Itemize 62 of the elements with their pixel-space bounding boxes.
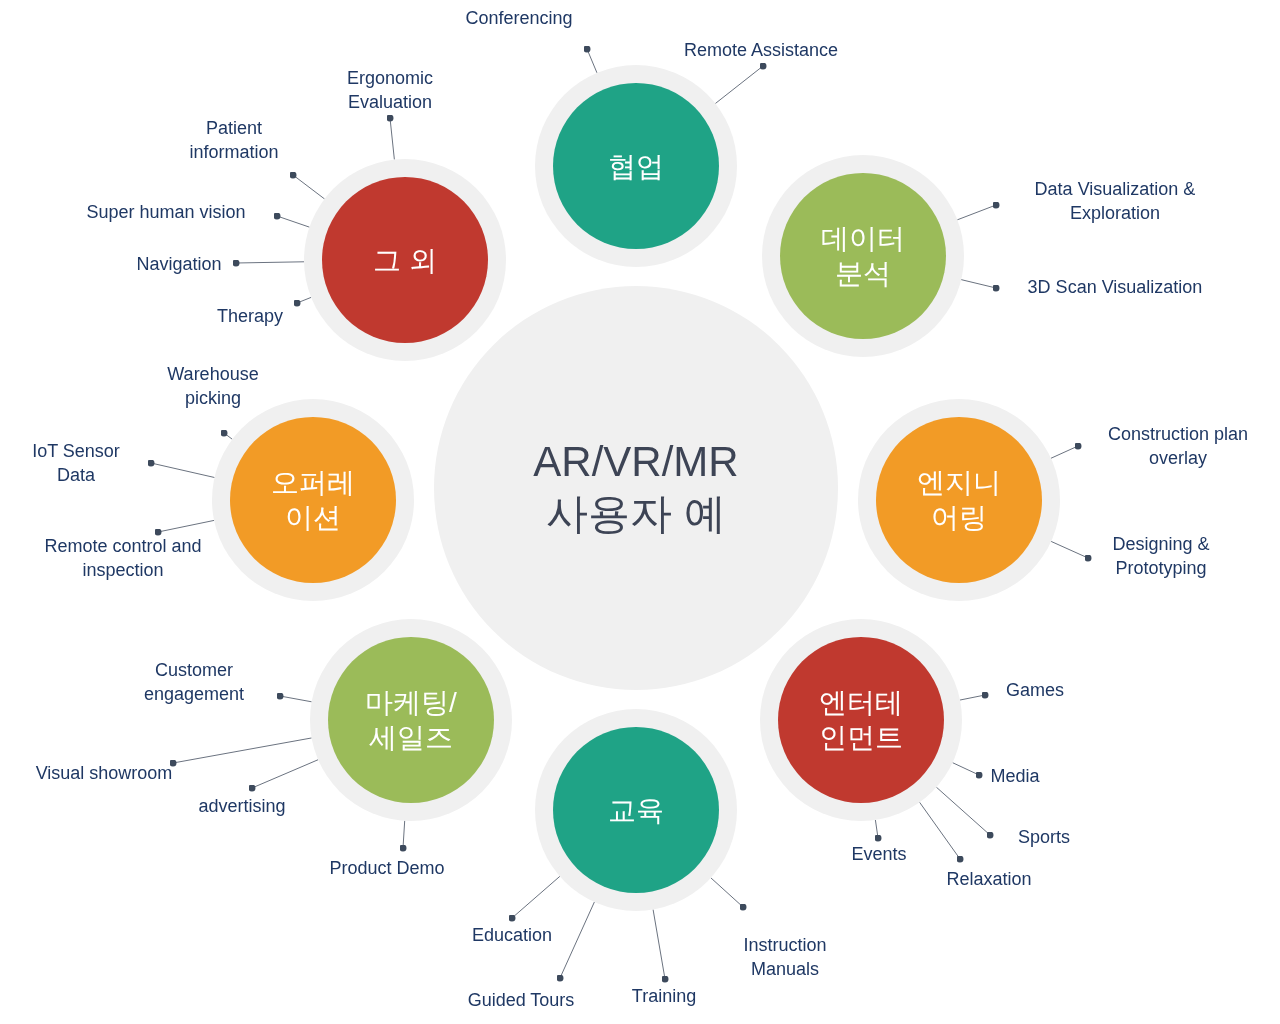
use-case-label: Sports <box>1018 825 1070 849</box>
use-case-label: Events <box>851 842 907 866</box>
use-case-label: Conferencing <box>465 6 573 30</box>
use-case-label: Relaxation <box>946 867 1032 891</box>
leader-line <box>169 737 313 767</box>
leader-line <box>386 114 395 161</box>
use-case-label: Ergonomic Evaluation <box>335 66 445 114</box>
leader-line <box>508 875 561 922</box>
leader-line <box>289 171 326 200</box>
leader-line <box>959 691 989 701</box>
use-case-label: Therapy <box>217 304 283 328</box>
use-case-label: Education <box>471 923 553 947</box>
use-case-label: Designing & Prototyping <box>1096 532 1226 580</box>
use-case-label: Patient information <box>179 116 289 164</box>
use-case-label: advertising <box>198 794 286 818</box>
leader-line <box>147 459 216 478</box>
leader-line <box>1050 540 1092 562</box>
use-case-label: Warehouse picking <box>153 362 273 410</box>
leader-line <box>652 909 669 983</box>
use-case-label: Super human vision <box>86 200 246 224</box>
use-case-label: Media <box>990 764 1040 788</box>
leader-line <box>273 212 310 228</box>
leader-line <box>1050 442 1082 459</box>
use-case-label: Visual showroom <box>35 761 173 785</box>
category-label: 엔터테인먼트 <box>818 686 904 755</box>
leader-line <box>935 786 994 839</box>
leader-line <box>960 279 1000 292</box>
category-label: 마케팅/세일즈 <box>364 686 458 755</box>
use-case-label: Product Demo <box>329 856 445 880</box>
use-case-label: Training <box>631 984 697 1008</box>
use-case-label: Construction plan overlay <box>1093 422 1263 470</box>
use-case-label: Remote Assistance <box>683 38 839 62</box>
category-label: 데이터 분석 <box>820 222 906 291</box>
use-case-label: Remote control and inspection <box>28 534 218 582</box>
leader-line <box>919 801 964 863</box>
use-case-label: Games <box>1006 678 1064 702</box>
use-case-label: IoT Sensor Data <box>21 439 131 487</box>
leader-line <box>956 201 1000 221</box>
leader-line <box>556 901 595 982</box>
leader-line <box>583 45 598 74</box>
use-case-label: Navigation <box>136 252 222 276</box>
leader-line <box>276 692 313 703</box>
leader-line <box>874 819 882 842</box>
use-case-label: Data Visualization & Exploration <box>1015 177 1215 225</box>
category-label: 오퍼레이션 <box>270 466 356 535</box>
leader-line <box>399 820 407 852</box>
category-label: 협업 <box>607 149 665 184</box>
category-label: 교육 <box>607 793 665 828</box>
center-title: AR/VR/MR 사용자 예 <box>532 436 740 539</box>
use-case-label: Instruction Manuals <box>730 933 840 981</box>
category-label: 그 외 <box>372 243 438 278</box>
leader-line <box>714 62 767 104</box>
leader-line <box>220 429 233 440</box>
leader-line <box>952 762 983 779</box>
use-case-label: 3D Scan Visualization <box>1027 275 1203 299</box>
leader-line <box>154 519 215 536</box>
leader-line <box>293 296 312 307</box>
use-case-label: Guided Tours <box>467 988 575 1012</box>
category-label: 엔지니어링 <box>916 466 1002 535</box>
leader-line <box>232 259 305 267</box>
leader-line <box>248 759 319 792</box>
use-case-label: Customer engagement <box>131 658 257 706</box>
